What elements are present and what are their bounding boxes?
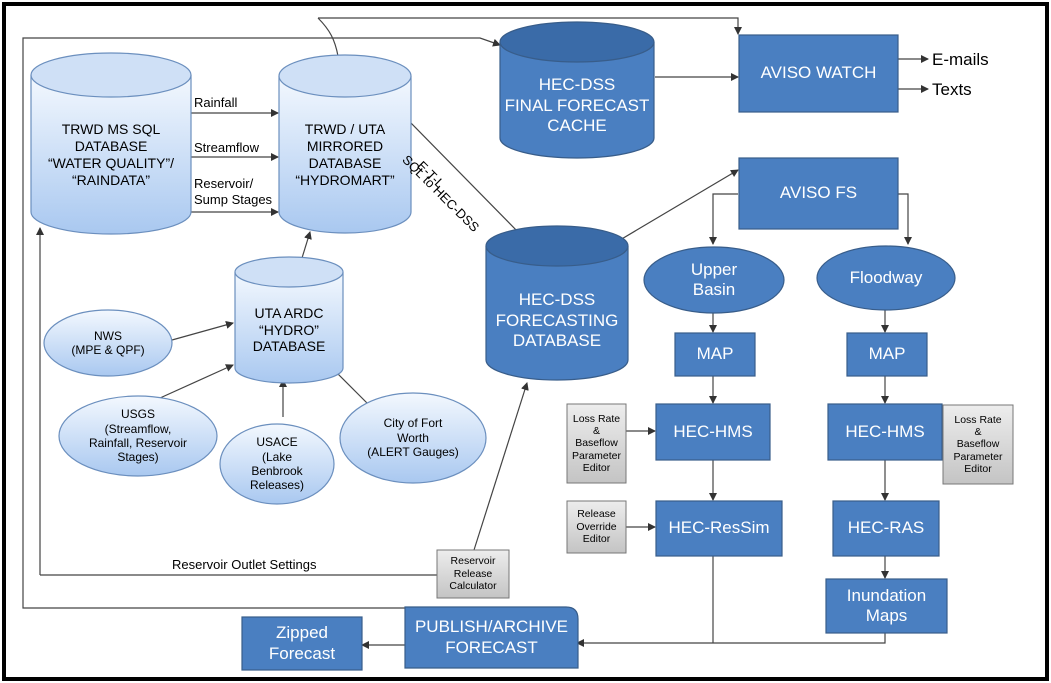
edge-top-curve — [317, 17, 339, 57]
edge-label-streamflow: Streamflow — [194, 140, 260, 155]
loss-rate-right-label: Loss Rate & Baseflow Parameter Editor — [953, 413, 1003, 476]
map-right-box — [846, 332, 928, 377]
uta-ardc-cylinder — [234, 256, 344, 384]
reservoir-calc-label: Reservoir Release Calculator — [449, 555, 497, 593]
ras-box — [832, 500, 940, 557]
zipped-label: Zipped Forecast — [268, 623, 336, 663]
hms-left-box — [655, 403, 771, 461]
floodway-ellipse — [816, 245, 956, 311]
publish-label: PUBLISH/ARCHIVE FORECAST — [414, 617, 569, 657]
floodway-label: Floodway — [849, 267, 923, 287]
hecdss-forecasting-label: HEC-DSS FORECASTING DATABASE — [495, 290, 619, 351]
aviso-watch-label: AVISO WATCH — [760, 63, 877, 83]
ressim-label: HEC-ResSim — [668, 518, 770, 538]
upper-basin-ellipse — [643, 246, 785, 314]
aviso-fs-label: AVISO FS — [779, 183, 858, 203]
map-left-box — [674, 332, 756, 377]
loss-rate-left-box — [566, 403, 627, 484]
trwd-db-cylinder — [30, 52, 192, 235]
loss-rate-left-label: Loss Rate & Baseflow Parameter Editor — [571, 412, 622, 475]
edge-fs-to-upper — [709, 193, 738, 245]
fortworth-ellipse — [339, 392, 487, 484]
hecdss-forecasting-cylinder — [485, 225, 629, 381]
fortworth-label: City of Fort Worth (ALERT Gauges) — [367, 416, 459, 460]
edge-forecast-to-avisofs — [619, 169, 739, 241]
edge-fs-to-floodway — [898, 193, 912, 245]
upper-basin-label: Upper Basin — [690, 259, 738, 299]
aviso-watch-box — [738, 34, 899, 113]
map-right-label: MAP — [868, 344, 906, 364]
hms-right-box — [827, 403, 943, 461]
hecdss-final-cylinder — [499, 21, 655, 159]
ras-label: HEC-RAS — [847, 518, 925, 538]
zipped-box — [241, 616, 363, 671]
ressim-box — [655, 500, 783, 557]
edge-publish-to-trwd — [22, 37, 405, 609]
uta-mirror-cylinder — [278, 54, 412, 234]
inundation-box — [825, 578, 948, 634]
edge-top-to-aviso-watch — [318, 17, 742, 35]
edge-label-rainfall: Rainfall — [194, 95, 238, 110]
edge-label-emails: E-mails — [932, 50, 989, 69]
hms-right-label: HEC-HMS — [845, 421, 925, 441]
edge-calc-to-forecast — [473, 382, 529, 551]
edge-label-texts: Texts — [932, 80, 972, 99]
aviso-fs-box — [738, 157, 899, 230]
inundation-label: Inundation Maps — [846, 585, 927, 625]
usgs-ellipse — [58, 395, 218, 477]
usace-label: USACE (Lake Benbrook Releases) — [249, 435, 305, 493]
publish-box — [404, 606, 579, 669]
edge-mirror-to-forecast — [409, 121, 523, 237]
edge-ardc-to-mirror — [301, 231, 312, 259]
usgs-label: USGS (Streamflow, Rainfall, Reservoir St… — [88, 407, 188, 465]
uta-mirror-label: TRWD / UTA MIRRORED DATABASE “HYDROMART” — [295, 121, 395, 188]
hecdss-final-label: HEC-DSS FINAL FORECAST CACHE — [504, 75, 650, 136]
reservoir-calc-box — [436, 549, 510, 599]
nws-label: NWS (MPE & QPF) — [71, 328, 145, 357]
release-override-label: Release Override Editor — [576, 508, 617, 546]
edge-usgs-to-ardc — [159, 364, 234, 399]
release-override-box — [566, 500, 627, 554]
edge-nws-to-ardc — [171, 321, 234, 341]
map-left-label: MAP — [696, 344, 734, 364]
trwd-db-label: TRWD MS SQL DATABASE “WATER QUALITY”/ “R… — [48, 121, 174, 188]
nws-ellipse — [43, 309, 173, 377]
edge-label-reservoir-outlet: Reservoir Outlet Settings — [172, 557, 317, 572]
hms-left-label: HEC-HMS — [673, 421, 753, 441]
edge-label-reservoir-sump: Reservoir/ Sump Stages — [194, 176, 273, 208]
uta-ardc-label: UTA ARDC “HYDRO” DATABASE — [252, 304, 326, 355]
usace-ellipse — [219, 423, 335, 505]
loss-rate-right-box — [942, 404, 1014, 485]
